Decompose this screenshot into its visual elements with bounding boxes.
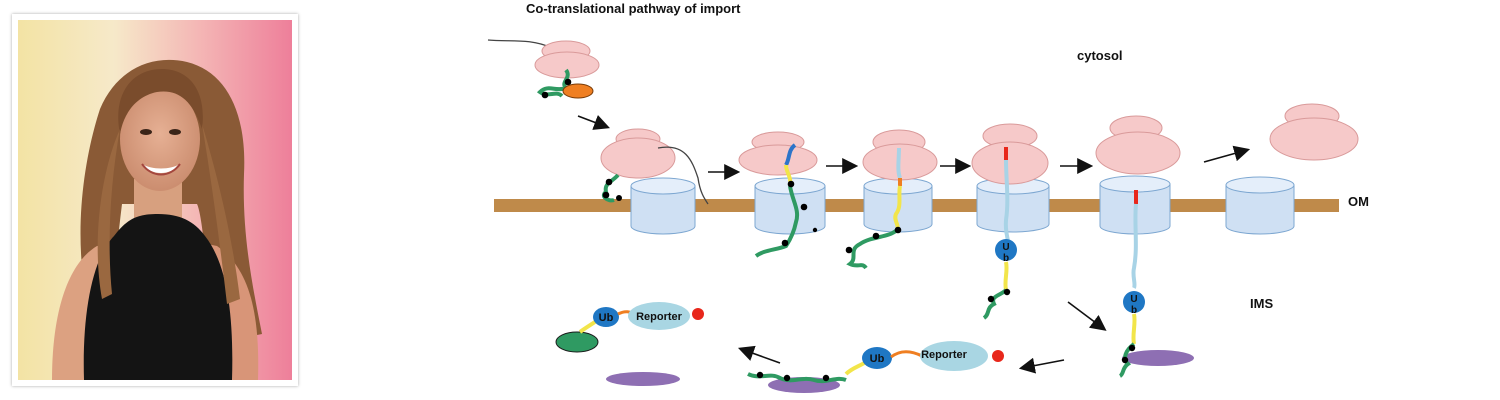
svg-text:b: b [1131, 305, 1137, 316]
arrow-to-proteasome [1067, 301, 1107, 331]
arrow-to-stage6 [1203, 145, 1251, 163]
released-reporter: Ub Reporter [555, 302, 704, 386]
ribosome [738, 144, 818, 176]
reporter [920, 341, 988, 371]
stage-6 [1225, 103, 1359, 235]
ribosome [1095, 131, 1181, 175]
stage-5: U b [1095, 115, 1194, 378]
ub-tag [593, 307, 619, 327]
ribosome [1269, 117, 1359, 161]
ribosome [600, 137, 676, 179]
ub-tag [995, 239, 1017, 261]
ub-tag [862, 347, 892, 369]
proteasome [606, 372, 680, 386]
degron [992, 350, 1004, 362]
arrow-to-stage1 [577, 114, 610, 130]
svg-text:Reporter: Reporter [921, 349, 968, 361]
portrait-image [18, 20, 292, 380]
reporter [628, 302, 690, 330]
tom-channel [1225, 176, 1295, 194]
mrna-strand [487, 39, 553, 49]
stage-4: U b [971, 123, 1050, 320]
stage-1 [600, 128, 709, 235]
degron [692, 308, 704, 320]
svg-text:Reporter: Reporter [636, 311, 683, 323]
svg-text:b: b [1003, 253, 1009, 264]
ub-tag [1123, 291, 1145, 313]
diagram-title: Co-translational pathway of import [526, 1, 741, 16]
svg-text:U: U [1002, 242, 1009, 253]
proteasome [1122, 350, 1194, 366]
stage-2 [738, 131, 826, 258]
arrow-to-release [737, 345, 781, 364]
degradation-intermediate: Ub Reporter [747, 341, 1004, 393]
svg-text:Ub: Ub [870, 353, 885, 365]
chaperone-green [555, 331, 599, 353]
chaperone [562, 83, 594, 99]
tom-channel [1099, 175, 1171, 193]
om-label: OM [1348, 194, 1369, 209]
portrait-photo [12, 14, 298, 386]
ribosome [971, 141, 1049, 185]
svg-text:Ub: Ub [599, 312, 614, 324]
arrow-to-degradation [1018, 357, 1065, 374]
stage-3 [845, 129, 938, 270]
stage-ribosome-free [487, 39, 600, 99]
cytosol-label: cytosol [1077, 48, 1123, 63]
svg-text:U: U [1130, 294, 1137, 305]
tom-channel [630, 177, 696, 195]
ims-label: IMS [1250, 296, 1273, 311]
